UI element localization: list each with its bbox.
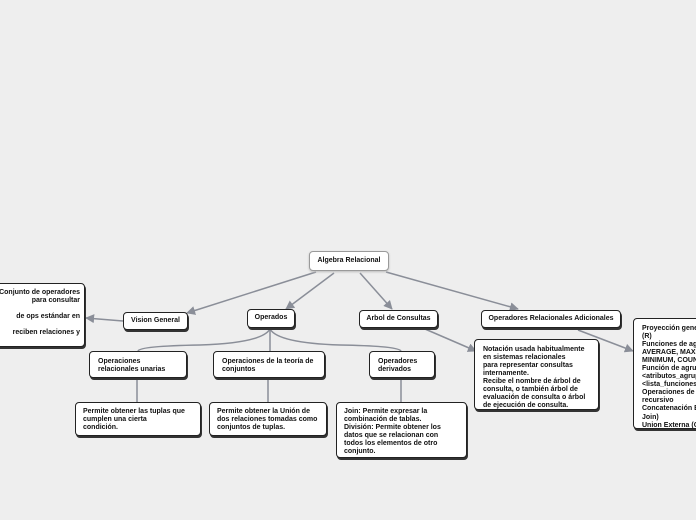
link-adicionales-detail	[577, 329, 634, 353]
unarias-detail-note[interactable]: Permite obtener las tuplas que cumplen u…	[75, 402, 201, 436]
link-root-operados	[285, 272, 335, 310]
adicionales-label: Operadores Relacionales Adicionales	[488, 314, 614, 322]
link-root-vision	[186, 271, 317, 315]
link-root-adicionales	[385, 271, 519, 312]
conjuntos-label: Operaciones de la teoría de conjuntos	[222, 358, 314, 374]
link-operados-unarias	[137, 328, 271, 352]
branch-node-operados[interactable]: Operados	[247, 309, 295, 328]
root-label: Algebra Relacional	[317, 256, 381, 264]
branch-node-operadores-adicionales[interactable]: Operadores Relacionales Adicionales	[481, 310, 621, 328]
link-operados-derivados	[269, 328, 402, 352]
link-vision-detail	[85, 314, 124, 324]
operados-child-derivados[interactable]: Operadores derivados	[369, 351, 435, 378]
branch-node-vision-general[interactable]: Vision General	[123, 312, 188, 330]
operados-label: Operados	[254, 314, 288, 322]
arbol-detail-note[interactable]: Notación usada habitualmente en sistemas…	[474, 339, 599, 410]
root-node-algebra-relacional[interactable]: Algebra Relacional	[309, 251, 389, 271]
operados-child-unarias[interactable]: Operaciones relacionales unarias	[89, 351, 187, 378]
conjuntos-detail-text: Permite obtener la Unión de dos relacion…	[217, 408, 318, 432]
unarias-detail-text: Permite obtener las tuplas que cumplen u…	[83, 408, 185, 432]
adicionales-detail-note[interactable]: Proyección generalizada (R) Funciones de…	[633, 318, 696, 429]
derivados-label: Operadores derivados	[378, 358, 418, 374]
adicionales-detail-text: Proyección generalizada (R) Funciones de…	[642, 325, 696, 429]
derivados-detail-text: Join: Permite expresar la combinación de…	[344, 408, 441, 456]
vision-detail-note[interactable]: Conjunto de operadores para consultar de…	[0, 283, 85, 347]
conjuntos-detail-note[interactable]: Permite obtener la Unión de dos relacion…	[209, 402, 327, 436]
derivados-detail-note[interactable]: Join: Permite expresar la combinación de…	[336, 402, 467, 458]
link-arbol-detail	[424, 328, 477, 352]
arbol-label: Arbol de Consultas	[366, 314, 431, 322]
branch-node-arbol-de-consultas[interactable]: Arbol de Consultas	[359, 310, 438, 328]
operados-child-conjuntos[interactable]: Operaciones de la teoría de conjuntos	[213, 351, 325, 378]
vision-detail-text: Conjunto de operadores para consultar de…	[0, 289, 80, 337]
unarias-label: Operaciones relacionales unarias	[98, 358, 166, 374]
link-root-arbol	[359, 272, 393, 310]
arbol-detail-text: Notación usada habitualmente en sistemas…	[483, 346, 586, 410]
vision-label: Vision General	[131, 316, 180, 324]
